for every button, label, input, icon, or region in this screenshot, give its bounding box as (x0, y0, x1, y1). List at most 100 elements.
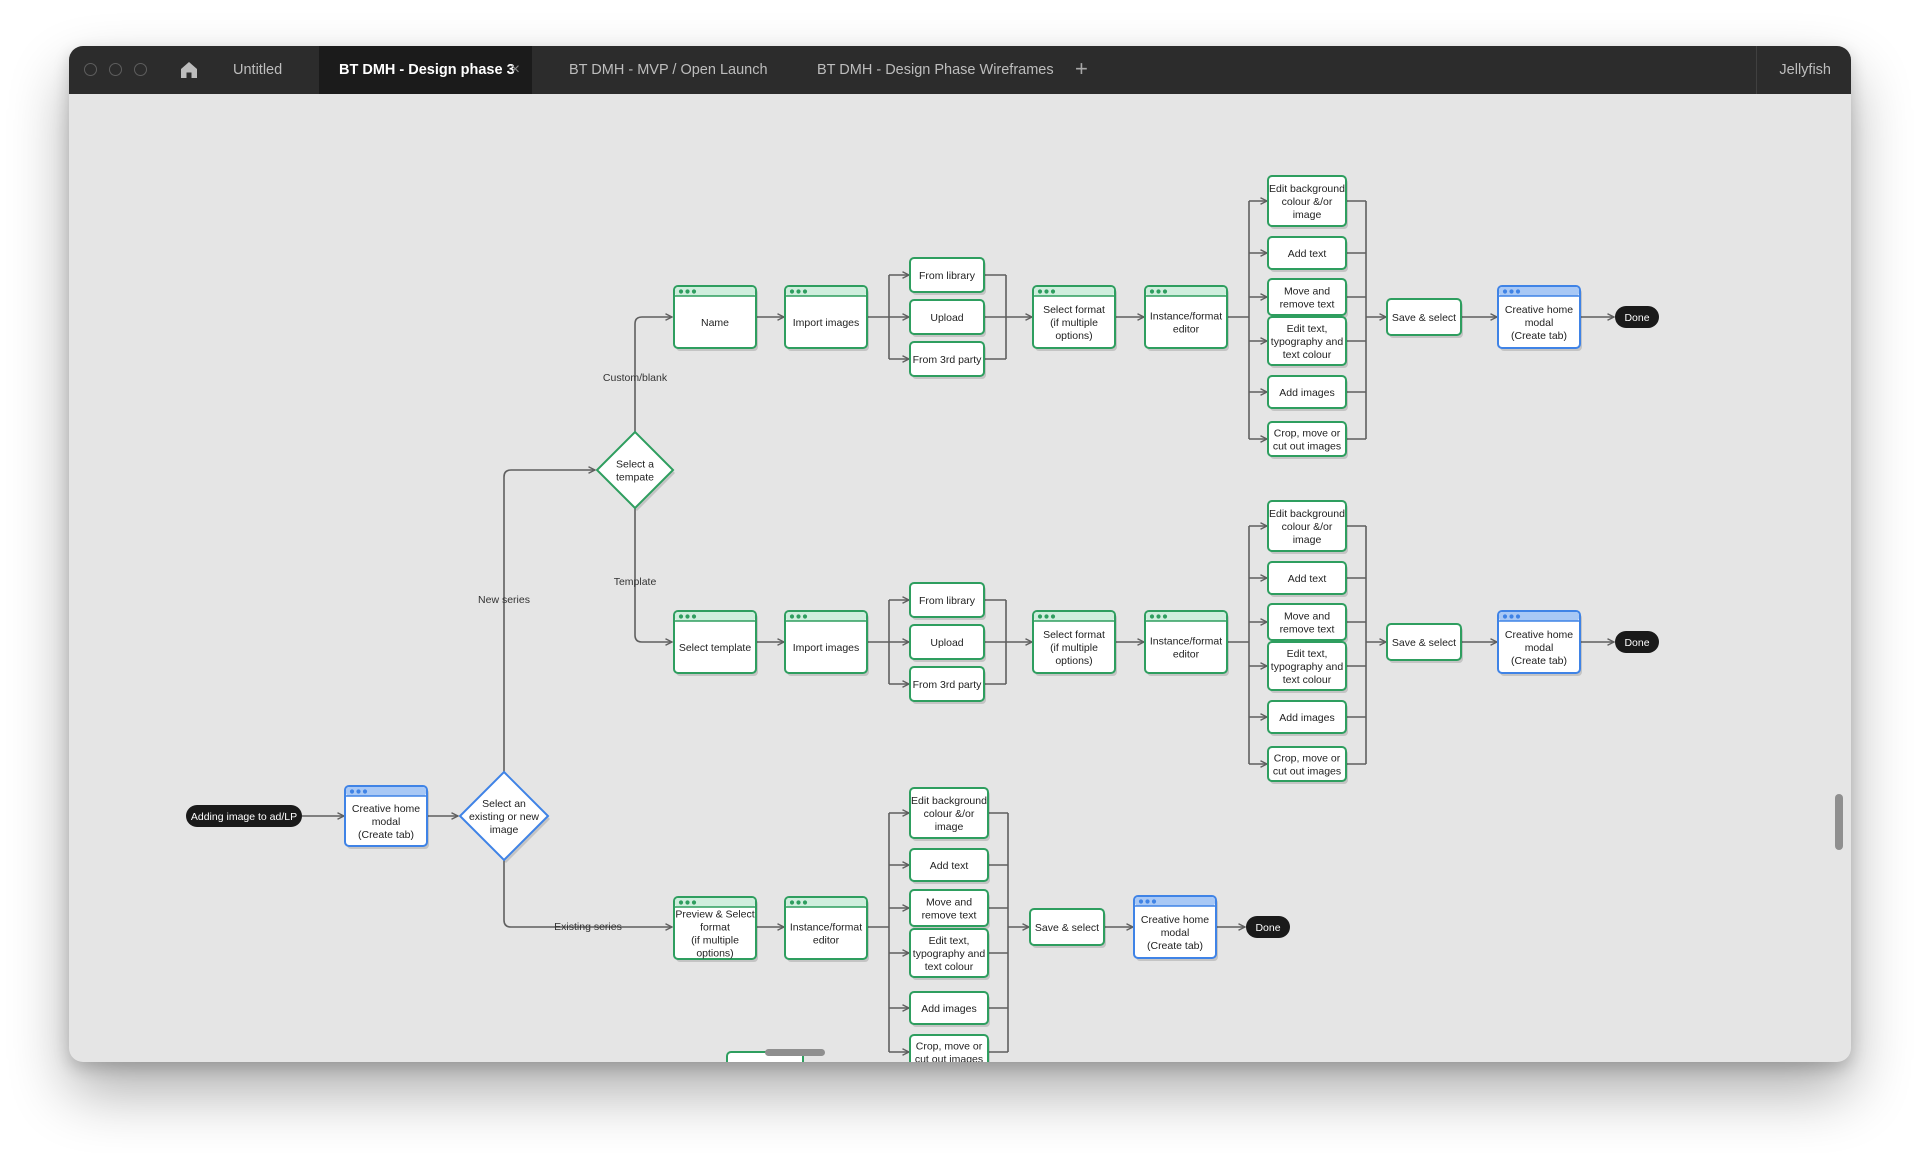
step-frame (909, 666, 985, 702)
connector-arrow (634, 317, 672, 432)
custom-row-save-select[interactable]: Save & select (1386, 298, 1463, 338)
template-label: Template (614, 576, 657, 588)
tab-design-phase-wireframes[interactable]: BT DMH - Design Phase Wireframes (797, 46, 1074, 94)
template-row-edit-option-0-label: colour &/or (1282, 521, 1333, 533)
custom-row-import-images-screen[interactable]: Import images (784, 285, 869, 351)
step-frame (909, 991, 989, 1025)
start-pill-label: Adding image to ad/LP (191, 811, 297, 823)
custom-row-edit-option-3-label: typography and (1271, 336, 1344, 348)
existing-edit-option-4[interactable]: Add images (909, 991, 990, 1027)
step-frame (1267, 500, 1347, 552)
user-name[interactable]: Jellyfish (1779, 62, 1831, 78)
screen-frame (344, 785, 428, 847)
template-row-edit-option-5-label: cut out images (1273, 765, 1341, 777)
screen-header-bar (1034, 612, 1114, 621)
template-row-source-0[interactable]: From library (909, 582, 986, 620)
step-frame (1267, 375, 1347, 409)
step-frame (909, 624, 985, 660)
step-frame (909, 848, 989, 882)
template-row-done-pill[interactable]: Done (1615, 631, 1659, 653)
existing-edit-option-2-label: remove text (922, 909, 977, 921)
custom-row-first-screen[interactable]: Name (673, 285, 758, 351)
new-tab-button[interactable]: + (1075, 56, 1088, 81)
select-existing-or-new-decision-label: image (490, 824, 519, 836)
template-row-edit-option-4[interactable]: Add images (1267, 700, 1348, 736)
close-tab-icon[interactable]: × (510, 61, 520, 78)
horizontal-scrollbar[interactable] (765, 1049, 825, 1056)
template-row-first-screen[interactable]: Select template (673, 610, 758, 676)
window-dot-icon (1162, 289, 1168, 294)
template-row-save-select[interactable]: Save & select (1386, 623, 1463, 663)
tab-mvp-open-launch[interactable]: BT DMH - MVP / Open Launch (549, 46, 788, 94)
window-dot-icon (1050, 614, 1056, 619)
step-frame (1267, 603, 1347, 641)
home-icon[interactable] (179, 60, 199, 80)
custom-row-source-2[interactable]: From 3rd party (909, 341, 986, 379)
select-template-decision-label: Select a (616, 458, 654, 470)
custom-row-source-0[interactable]: From library (909, 257, 986, 295)
window-dot-icon (1502, 289, 1508, 294)
template-row-source-2[interactable]: From 3rd party (909, 666, 986, 704)
existing-done-pill[interactable]: Done (1246, 916, 1290, 938)
custom-row-creative-home-screen-label: Creative home (1505, 304, 1573, 316)
window-dot-icon (678, 289, 684, 294)
custom-row-source-1[interactable]: Upload (909, 299, 986, 337)
entry-creative-home-screen-label: modal (372, 816, 401, 828)
step-frame (1267, 641, 1347, 691)
existing-edit-option-3-label: typography and (913, 948, 986, 960)
maximize-window-control[interactable] (134, 63, 147, 76)
template-row-edit-option-3-label: Edit text, (1287, 648, 1328, 660)
existing-edit-option-1[interactable]: Add text (909, 848, 990, 884)
custom-row-edit-option-0-label: colour &/or (1282, 196, 1333, 208)
existing-preview-screen-label: format (700, 921, 730, 933)
new-series-label: New series (478, 594, 530, 606)
custom-row-done-pill[interactable]: Done (1615, 306, 1659, 328)
custom-row-edit-option-1[interactable]: Add text (1267, 236, 1348, 272)
start-pill[interactable]: Adding image to ad/LP (186, 805, 302, 827)
template-row-import-images-screen[interactable]: Import images (784, 610, 869, 676)
terminal-pill (186, 805, 302, 827)
terminal-pill (1246, 916, 1290, 938)
custom-row-edit-option-5-label: Crop, move or (1274, 427, 1341, 439)
custom-row-edit-option-2-label: remove text (1280, 298, 1335, 310)
screen-header-bar (786, 898, 866, 907)
tab-untitled[interactable]: Untitled (213, 46, 302, 94)
existing-save-select[interactable]: Save & select (1029, 908, 1106, 948)
vertical-scrollbar[interactable] (1835, 794, 1843, 850)
template-row-done-pill-label: Done (1624, 637, 1649, 649)
tab-design-phase-3[interactable]: BT DMH - Design phase 3 × (319, 46, 532, 94)
template-row-select-format-screen-label: (if multiple (1050, 642, 1098, 654)
template-row-source-1[interactable]: Upload (909, 624, 986, 662)
template-row-edit-option-1[interactable]: Add text (1267, 561, 1348, 597)
close-window-control[interactable] (84, 63, 97, 76)
custom-row-edit-option-4[interactable]: Add images (1267, 375, 1348, 411)
window-dot-icon (678, 900, 684, 905)
existing-edit-option-0-label: Edit background (911, 795, 987, 807)
minimize-window-control[interactable] (109, 63, 122, 76)
